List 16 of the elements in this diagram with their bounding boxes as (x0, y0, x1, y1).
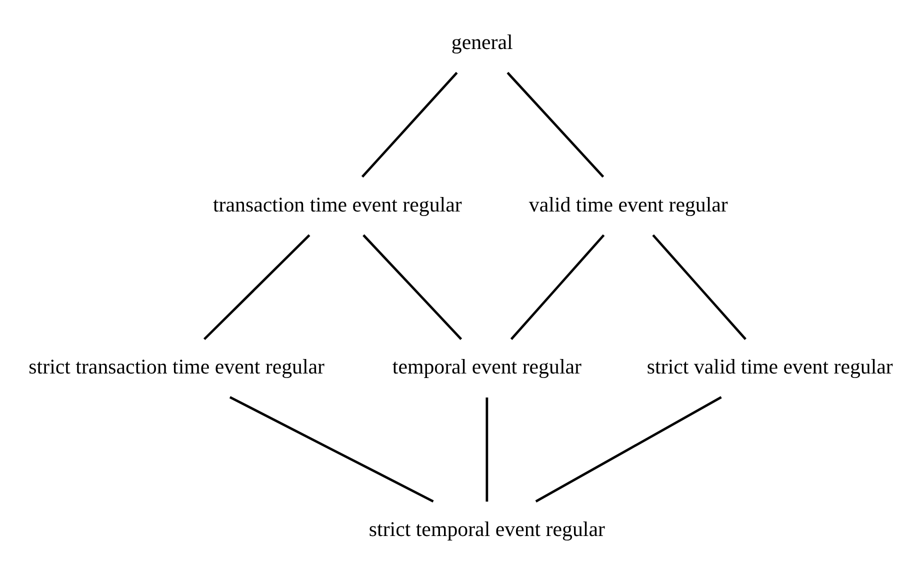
connector (228, 396, 434, 503)
node-text: general (450, 30, 512, 54)
connector (360, 72, 458, 178)
connector (510, 234, 604, 340)
node-text: transaction time event regular (212, 192, 462, 216)
node-text: valid time event regular (528, 192, 728, 216)
connector (534, 396, 722, 502)
node-text: strict valid time event regular (646, 354, 892, 379)
connector (362, 234, 462, 340)
connector (506, 72, 604, 178)
node-text: strict temporal event regular (368, 517, 604, 542)
connector (485, 398, 488, 502)
connector (652, 234, 746, 340)
node-text: strict transaction time event regular (28, 354, 324, 379)
node-text: temporal event regular (392, 354, 581, 379)
connector (202, 234, 310, 340)
